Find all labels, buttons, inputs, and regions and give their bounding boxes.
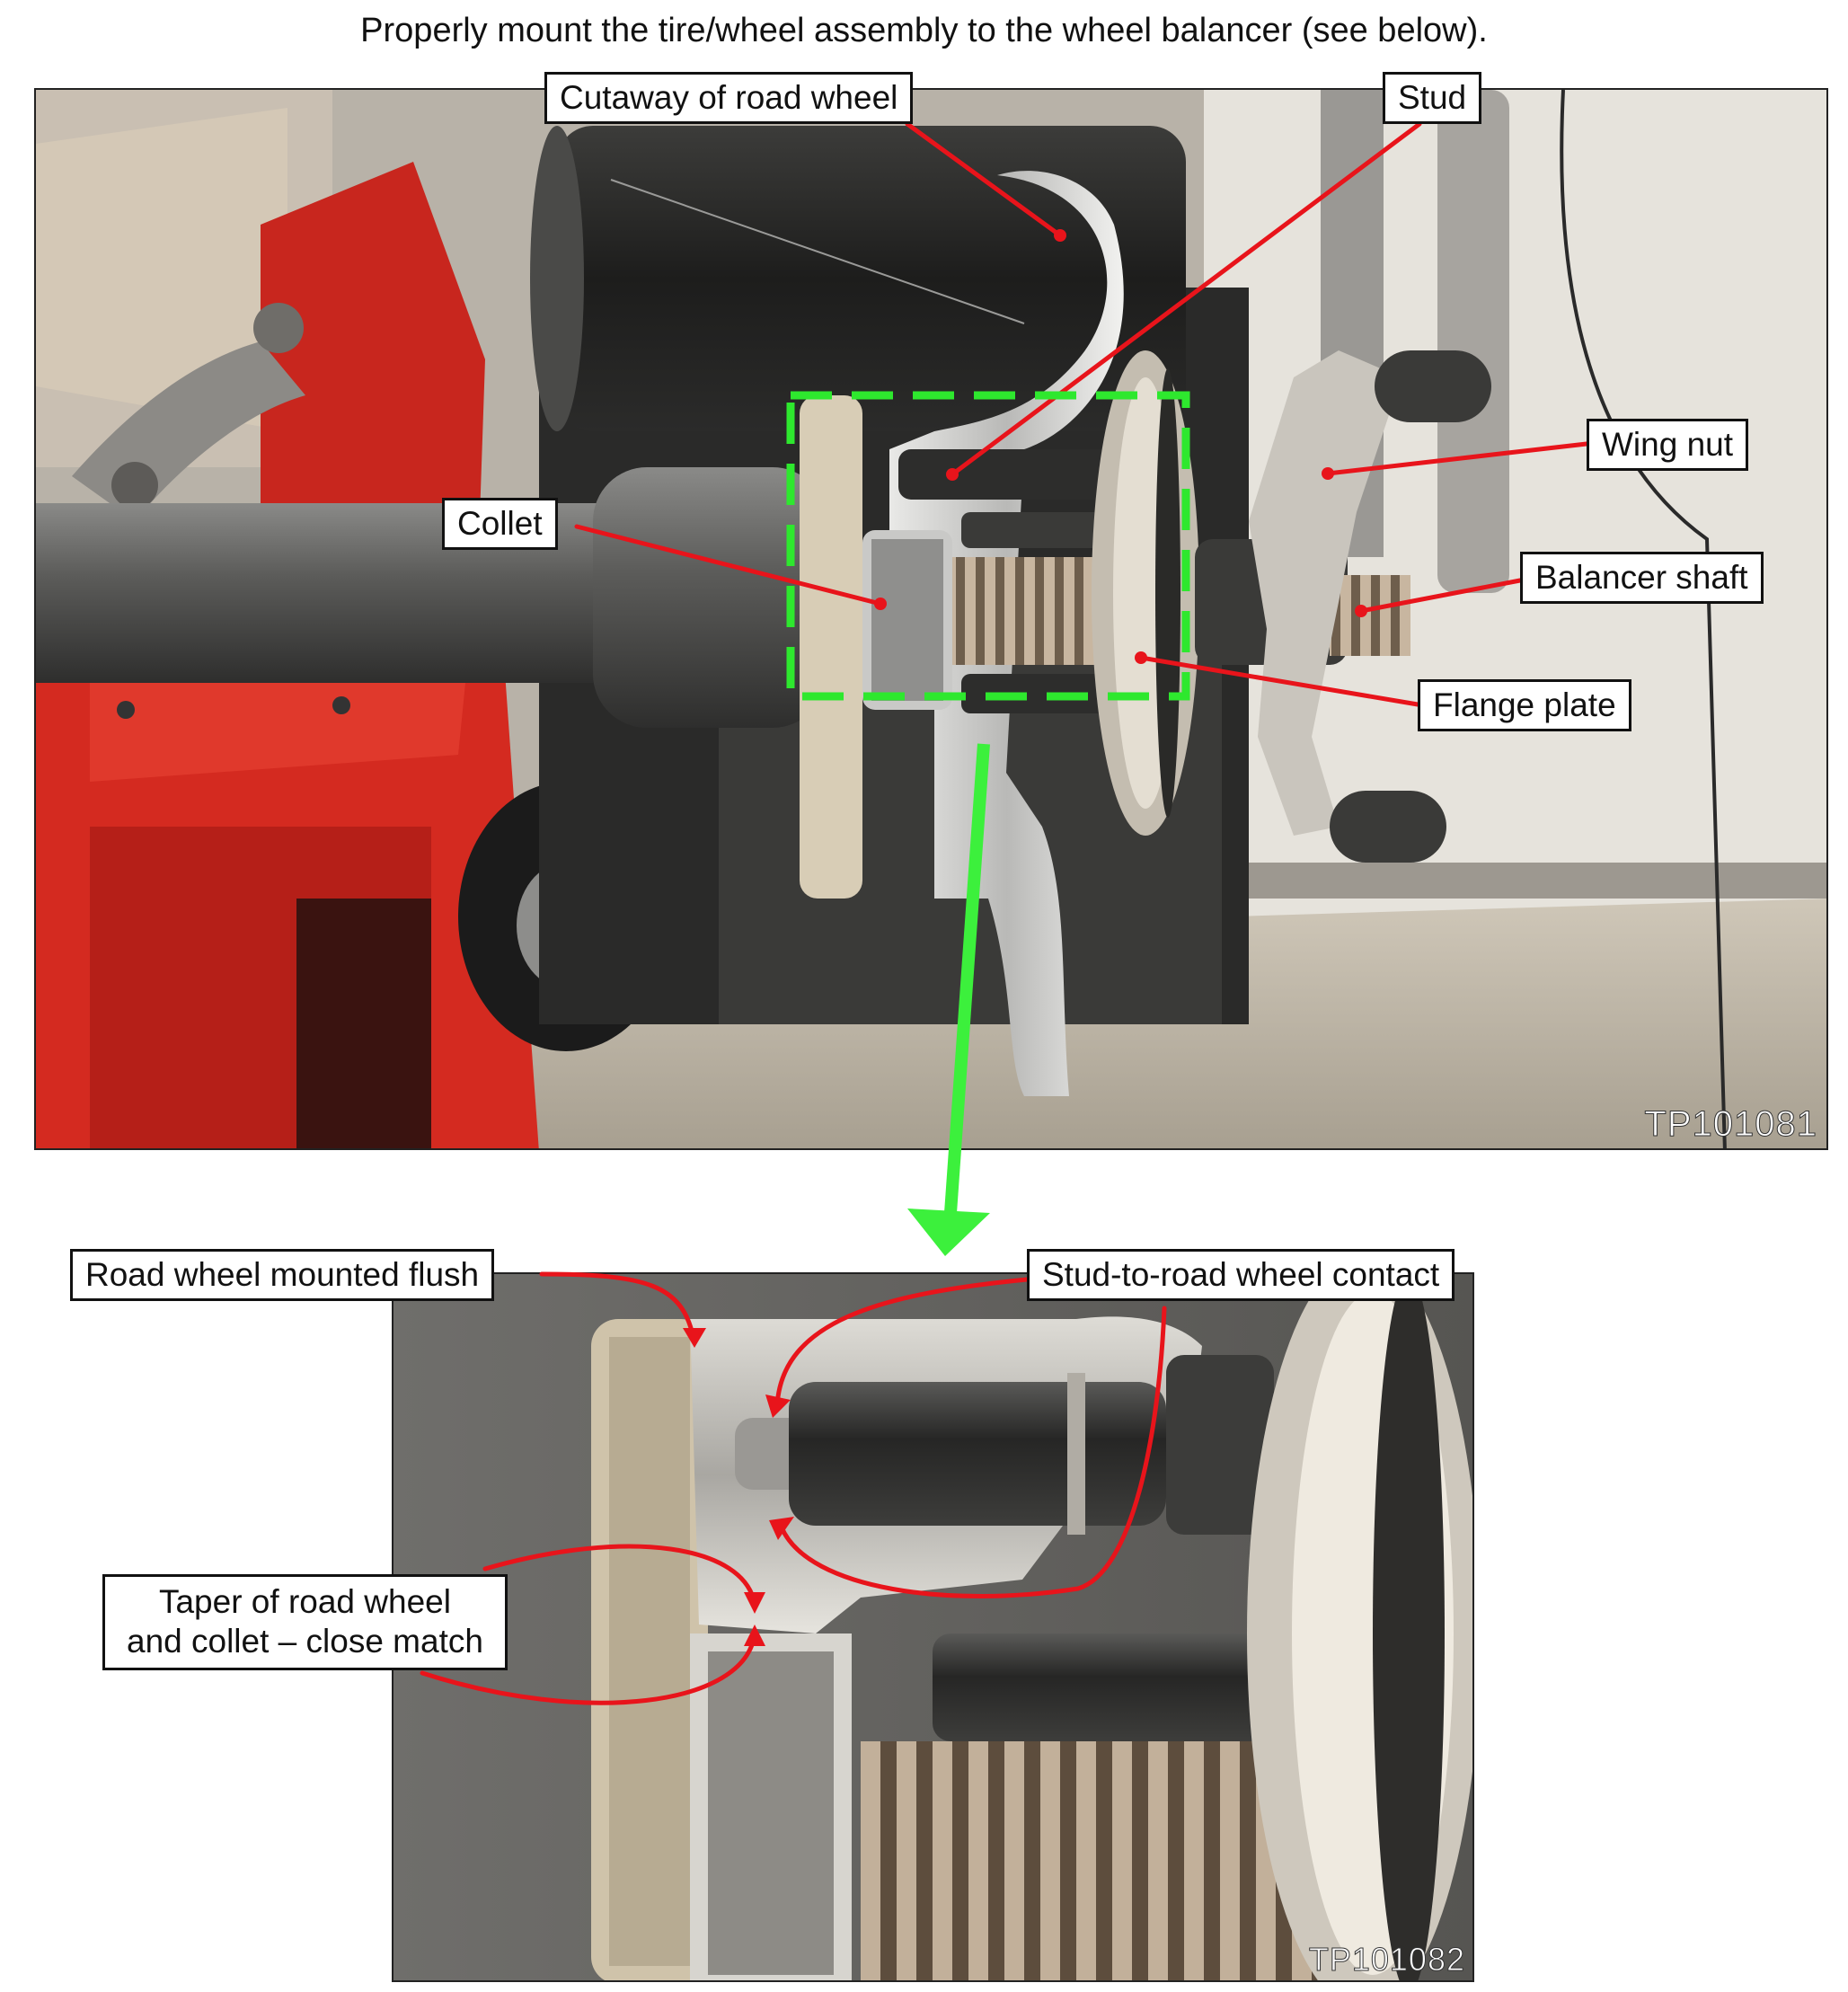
- callout-stud: Stud: [1383, 72, 1482, 125]
- callout-road-wheel-mounted-flush: Road wheel mounted flush: [70, 1249, 495, 1302]
- photo-id-label: TP101081: [1644, 1104, 1817, 1145]
- callout-balancer-shaft: Balancer shaft: [1520, 552, 1764, 605]
- balancer-photo: TP101081: [34, 88, 1828, 1150]
- callout-taper-line-2: and collet – close match: [127, 1623, 483, 1660]
- callout-taper-line-1: Taper of road wheel: [158, 1583, 451, 1620]
- callout-stud-to-road-wheel-contact: Stud-to-road wheel contact: [1027, 1249, 1455, 1302]
- callout-wing-nut: Wing nut: [1587, 419, 1749, 472]
- closeup-photo: TP101082: [392, 1272, 1474, 1982]
- callout-collet: Collet: [442, 498, 558, 551]
- closeup-photo-illustration: [393, 1274, 1472, 1980]
- zoom-arrow-head: [907, 1208, 990, 1256]
- callout-flange-plate: Flange plate: [1418, 679, 1631, 732]
- callout-cutaway-of-road-wheel: Cutaway of road wheel: [544, 72, 914, 125]
- callout-taper-match: Taper of road wheel and collet – close m…: [102, 1574, 508, 1670]
- instruction-text: Properly mount the tire/wheel assembly t…: [360, 12, 1488, 49]
- balancer-photo-illustration: [36, 90, 1826, 1148]
- photo-id-label: TP101082: [1308, 1941, 1465, 1979]
